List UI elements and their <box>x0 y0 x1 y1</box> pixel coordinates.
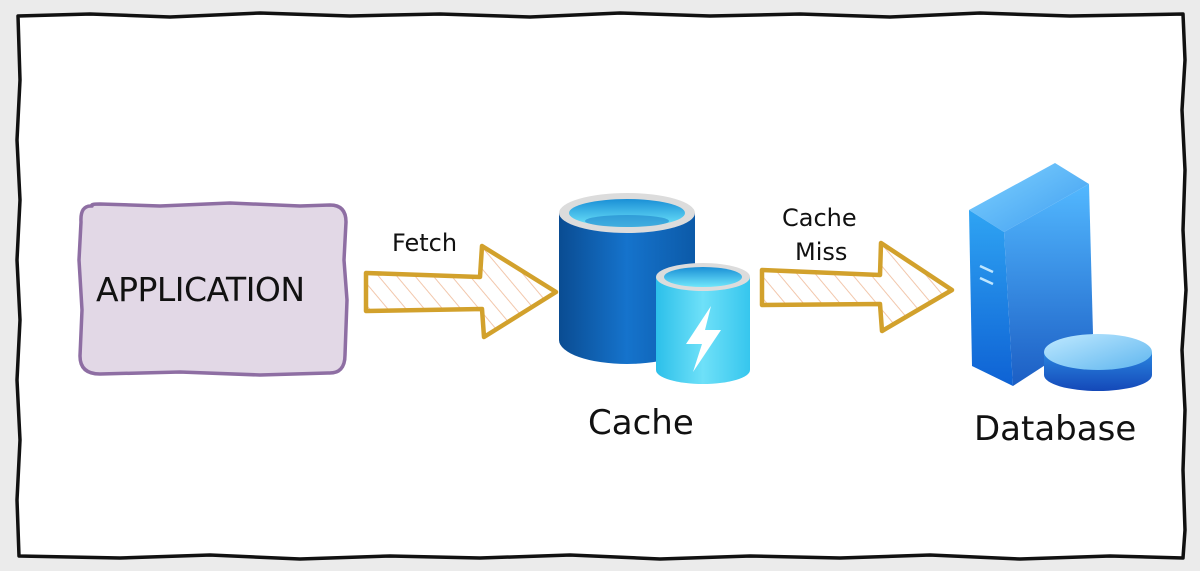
cache-miss-label-line2: Miss <box>795 238 848 266</box>
cache-miss-arrow <box>759 240 955 334</box>
database-label: Database <box>974 409 1137 449</box>
fetch-label: Fetch <box>392 229 458 257</box>
cache-miss-label-line1: Cache <box>782 204 857 232</box>
fetch-arrow <box>363 243 559 340</box>
server-database-icon <box>969 163 1152 391</box>
application-label: APPLICATION <box>96 270 305 309</box>
lightning-bolt-icon <box>686 306 721 372</box>
cache-label: Cache <box>588 403 694 443</box>
cache-database-icon <box>559 193 750 384</box>
application-box <box>77 201 349 377</box>
